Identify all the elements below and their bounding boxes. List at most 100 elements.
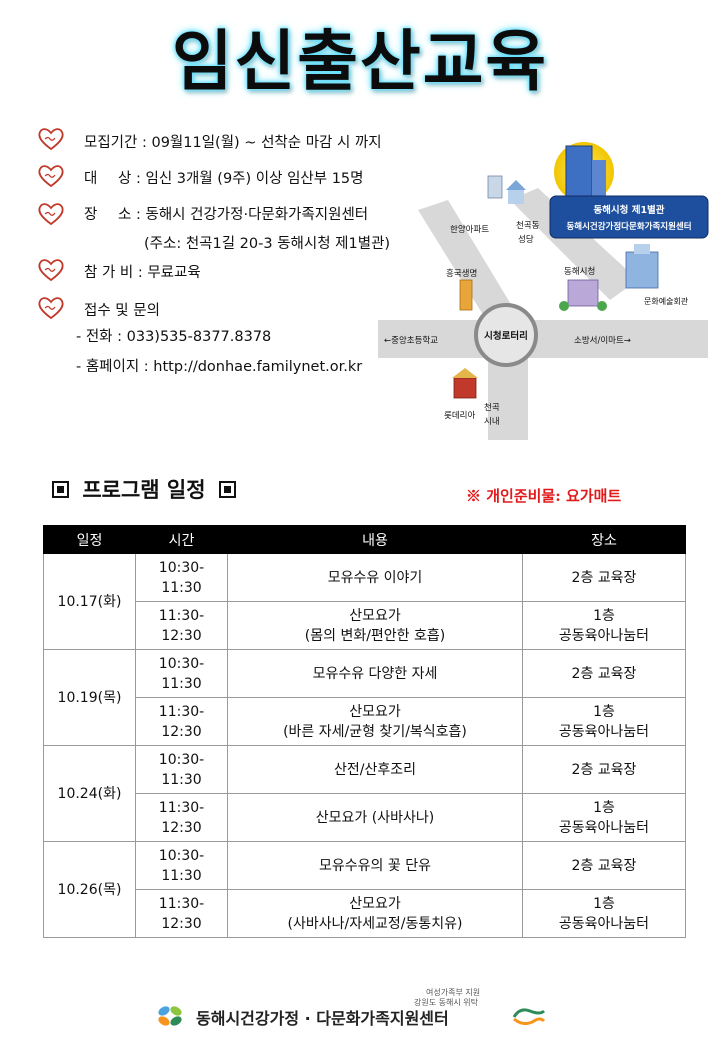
cell-place-line: 1층 <box>593 703 615 720</box>
cell-content: 산모요가(몸의 변화/편안한 호흡) <box>227 601 523 650</box>
cell-time-line: 11:30- <box>158 799 205 816</box>
cell-time: 10:30-11:30 <box>135 649 228 698</box>
table-row: 10.26(목)10:30-11:30 모유수유의 꽃 단유 2층 교육장 <box>43 841 686 938</box>
address: (주소: 천곡1길 20-3 동해시청 제1별관) <box>144 236 391 252</box>
cell-time-line: 12:30 <box>161 627 202 644</box>
cell-content-line: 모유수유 이야기 <box>327 569 423 586</box>
org-name: 동해시건강가정 · 다문화가족지원센터 <box>196 1009 449 1028</box>
cell-time: 11:30- 12:30 <box>135 793 228 842</box>
cell-time: 11:30- 12:30 <box>135 889 228 938</box>
cell-place-line: 2층 교육장 <box>571 665 637 682</box>
cell-content-line: 산전/산후조리 <box>334 761 416 778</box>
target-label: 대 상 <box>84 171 132 187</box>
culture-hall-icon <box>625 244 659 289</box>
cell-date: 10.17(화) <box>43 553 136 650</box>
header-date: 일정 <box>43 525 136 554</box>
lotteria-icon <box>452 368 478 399</box>
cell-content: 산모요가(바른 자세/균형 찾기/복식호흡) <box>227 697 523 746</box>
cell-content: 모유수유의 꽃 단유 <box>227 841 523 890</box>
cell-time-line: 12:30 <box>161 915 202 932</box>
church-icon <box>506 180 526 204</box>
label-cityhall: 동해시청 <box>564 267 595 277</box>
center-callout <box>549 195 709 239</box>
fee: 참 가 비 : 무료교육 <box>84 265 201 281</box>
cell-time-line: 10:30- <box>158 751 205 768</box>
heart-icon <box>38 297 64 320</box>
label-left-arrow: ←중앙초등학교 <box>384 335 438 346</box>
cell-content: 산모요가 (사바사나/자세교정/동통치유) <box>227 889 523 938</box>
cell-content: 모유수유 다양한 자세 <box>227 649 523 698</box>
place-value: : 동해시 건강가정·다문화가족지원센터 <box>136 207 369 223</box>
cell-content-line: 모유수유의 꽃 단유 <box>319 857 431 874</box>
cell-content-line: 산모요가 (사바사나) <box>315 809 435 826</box>
label-downtown-1: 천곡 <box>484 402 500 413</box>
cell-time-line: 11:30- <box>158 703 205 720</box>
cell-time-line: 11:30 <box>161 771 202 788</box>
place-row: 장 소: 동해시 건강가정·다문화가족지원센터 <box>84 203 368 224</box>
label-church-2: 성당 <box>518 234 534 245</box>
label-heungkuk: 흥국생명 <box>446 268 477 279</box>
org-logo-icon <box>158 1006 182 1026</box>
cell-place-line: 공동육아나눔터 <box>558 915 650 932</box>
horizontal-road <box>378 320 708 358</box>
rotary-circle <box>474 303 538 367</box>
cell-time: 10:30-11:30 <box>135 841 228 890</box>
cell-place-line: 1층 <box>593 607 615 624</box>
cell-date: 10.24(화) <box>43 745 136 842</box>
cell-place: 2층 교육장 <box>522 553 686 602</box>
homepage[interactable]: - 홈페이지 : http://donhae.familynet.or.kr <box>76 359 363 375</box>
cell-time-line: 11:30 <box>161 675 202 692</box>
recruit-period: 모집기간 : 09월11일(월) ~ 선착순 마감 시 까지 <box>84 135 382 151</box>
cell-content-line: (사바사나/자세교정/동통치유) <box>287 915 463 932</box>
callout-line2: 동해시건강가정다문화가족지원센터 <box>566 221 691 232</box>
callout-line1: 동해시청 제1별관 <box>593 204 664 216</box>
square-bullet-icon <box>218 481 236 498</box>
cell-content-line: 산모요가 <box>349 703 401 720</box>
cell-place-line: 공동육아나눔터 <box>558 723 650 740</box>
heart-icon <box>38 259 64 282</box>
cell-place-line: 2층 교육장 <box>571 857 637 874</box>
sponsor-line-1: 여성가족부 지원 <box>426 988 481 997</box>
cell-place-line: 1층 <box>593 895 615 912</box>
cell-time: 10:30-11:30 <box>135 553 228 602</box>
cell-date: 10.26(목) <box>43 841 136 938</box>
heungkuk-building-icon <box>459 279 473 311</box>
label-hanyang: 한양아파트 <box>450 224 489 235</box>
label-lotteria: 롯데리아 <box>444 410 475 421</box>
cell-place-line: 공동육아나눔터 <box>558 627 650 644</box>
prep-note: ※ 개인준비물: 요가매트 <box>466 487 622 505</box>
cell-place: 2층 교육장 <box>522 745 686 794</box>
cell-content: 산모요가 (사바사나) <box>227 793 523 842</box>
ministry-logo-icon <box>512 1008 546 1026</box>
label-downtown-2: 시내 <box>484 417 500 427</box>
cell-time-line: 11:30- <box>158 607 205 624</box>
cell-content-line: 모유수유 다양한 자세 <box>312 665 438 682</box>
cell-time-line: 11:30- <box>158 895 205 912</box>
target-value: : 임신 3개월 (9주) 이상 임산부 15명 <box>136 171 364 187</box>
label-church-1: 천곡동 <box>516 220 540 231</box>
table-header-row: 일정 시간 내용 장소 <box>43 525 686 554</box>
cell-time-line: 11:30 <box>161 867 202 884</box>
footer: 여성가족부 지원 강원도 동해시 위탁 동해시건강가정 · 다문화가족지원센터 <box>150 985 570 1035</box>
page-title: 임신출산교육 <box>171 23 549 100</box>
cell-content-line: 산모요가 <box>349 895 401 912</box>
cell-time-line: 12:30 <box>161 819 202 836</box>
hanyang-apt-icon <box>487 175 503 199</box>
label-culture: 문화예술회관 <box>644 296 689 306</box>
heart-icon <box>38 203 64 226</box>
table-row: 10.17(화)10:30-11:30 모유수유 이야기 2층 교육장 <box>43 553 686 650</box>
cell-time: 11:30- 12:30 <box>135 601 228 650</box>
cell-content-line: 산모요가 <box>349 607 401 624</box>
heart-icon <box>38 128 64 151</box>
square-bullet-icon <box>52 481 69 498</box>
place-label: 장 소 <box>84 207 132 223</box>
heart-icon <box>38 165 64 188</box>
table-row: 10.24(화) 10:30- 11:30 산전/산후조리 2층 교육장 <box>43 745 686 842</box>
